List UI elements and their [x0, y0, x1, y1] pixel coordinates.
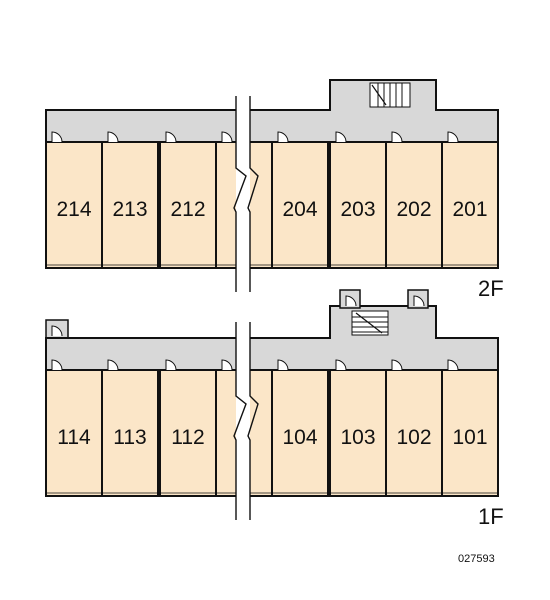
unit: 102: [385, 359, 443, 497]
unit-number: 203: [340, 198, 375, 221]
unit: 104: [271, 359, 329, 497]
door-swing-icon: [51, 359, 63, 371]
floor-label-2f: 2F: [478, 276, 504, 301]
floor-1f: 114 113 112 104 103 102 101 1F: [45, 289, 504, 529]
unit-number: 112: [171, 426, 204, 449]
unit-number: 213: [112, 198, 147, 221]
door-swing-icon: [277, 131, 289, 143]
unit: 202: [385, 131, 443, 269]
unit-number: 212: [170, 198, 205, 221]
unit: 204: [271, 131, 329, 269]
unit-number: 103: [340, 426, 375, 449]
door-swing-icon: [391, 359, 403, 371]
landing-doors: [51, 295, 425, 337]
unit-number: 113: [113, 426, 146, 449]
units-row-2f: 214 213 212 204 203 202 201: [45, 131, 499, 269]
door-swing-icon: [221, 131, 233, 143]
door-swing-icon: [345, 295, 357, 307]
unit: 114: [45, 359, 103, 497]
door-swing-icon: [51, 131, 63, 143]
unit: 103: [329, 359, 387, 497]
units-row-1f: 114 113 112 104 103 102 101: [45, 359, 499, 497]
unit: 112: [159, 359, 217, 497]
floor-label-1f: 1F: [478, 504, 504, 529]
door-swing-icon: [51, 325, 63, 337]
door-swing-icon: [165, 131, 177, 143]
door-swing-icon: [335, 359, 347, 371]
door-swing-icon: [107, 131, 119, 143]
door-swing-icon: [165, 359, 177, 371]
unit-number: 214: [56, 198, 91, 221]
door-swing-icon: [107, 359, 119, 371]
staircase-icon: [351, 310, 389, 336]
unit-number: 201: [452, 198, 487, 221]
unit: 203: [329, 131, 387, 269]
door-swing-icon: [335, 131, 347, 143]
unit: 201: [441, 131, 499, 269]
corridor: [45, 305, 499, 371]
corridor: [45, 79, 499, 143]
unit: 213: [101, 131, 159, 269]
break-line: [233, 96, 259, 520]
unit: 101: [441, 359, 499, 497]
door-swing-icon: [277, 359, 289, 371]
unit-number: 101: [452, 426, 487, 449]
door-swing-icon: [413, 295, 425, 307]
plan-code: 027593: [458, 553, 495, 565]
door-swing-icon: [391, 131, 403, 143]
unit-number: 114: [57, 426, 91, 449]
unit-number: 102: [396, 426, 431, 449]
unit-number: 104: [282, 426, 317, 449]
unit: 113: [101, 359, 159, 497]
door-swing-icon: [447, 131, 459, 143]
unit: 212: [159, 131, 217, 269]
unit: 214: [45, 131, 103, 269]
door-swing-icon: [221, 359, 233, 371]
floor-2f: 214 213 212 204 203 202 201 2F: [45, 79, 504, 301]
unit-number: 204: [282, 198, 317, 221]
door-swing-icon: [447, 359, 459, 371]
unit-number: 202: [396, 198, 431, 221]
staircase-icon: [369, 82, 411, 108]
